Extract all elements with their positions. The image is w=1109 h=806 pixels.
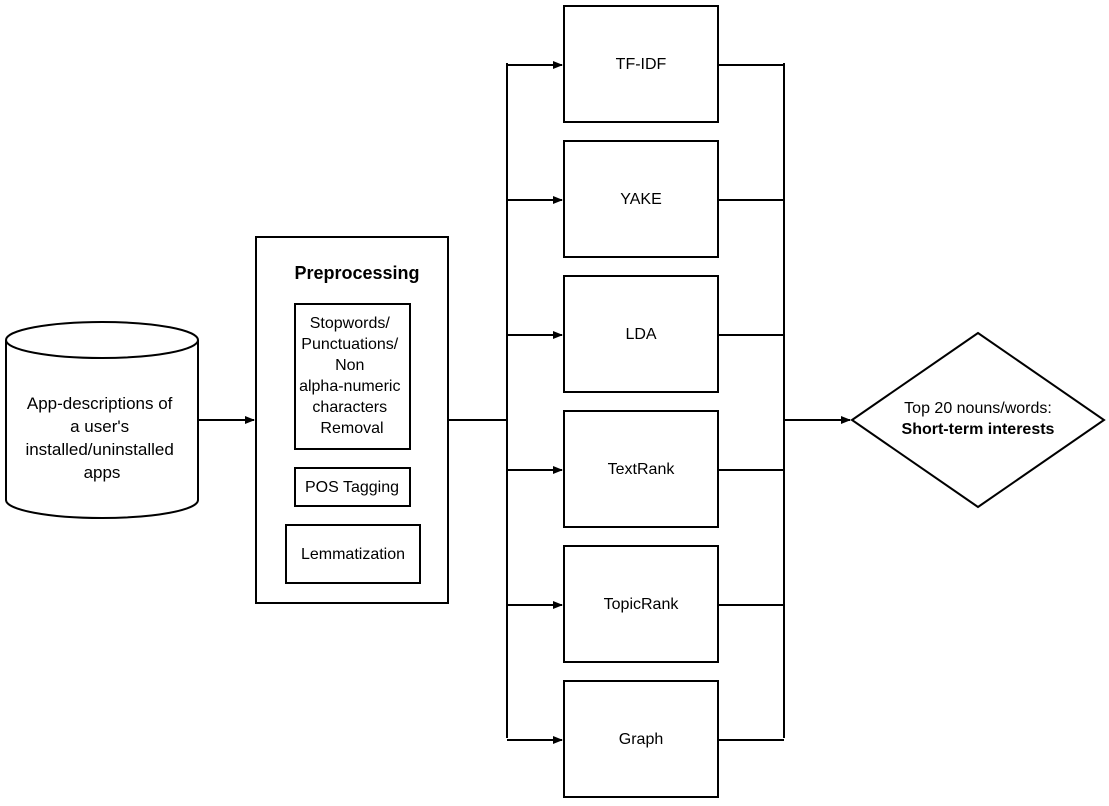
lemmatization-step-box [285, 524, 421, 584]
preprocessing-title: Preprocessing [294, 263, 419, 283]
fan-out-connector [448, 63, 508, 738]
method-box-frame [563, 410, 719, 528]
source-label-line: a user's [70, 417, 129, 436]
output-label-line1: Top 20 nouns/words: [904, 400, 1052, 417]
removal-step-line: Punctuations/ [301, 336, 399, 353]
pos-tagging-step-box [294, 467, 411, 507]
method-box-lda: LDA [563, 275, 719, 393]
method-label-tf-idf: TF-IDF [616, 56, 667, 73]
method-box-yake: YAKE [563, 140, 719, 258]
removal-step-line: alpha-numeric [299, 378, 400, 395]
method-label-graph: Graph [619, 731, 663, 748]
pos-tagging-step-label: POS Tagging [305, 479, 399, 496]
output-label-line2: Short-term interests [902, 421, 1055, 438]
source-label-line: apps [84, 463, 121, 482]
method-box-topicrank: TopicRank [563, 545, 719, 663]
preprocessing-box: Preprocessing Stopwords/ Punctuations/ N… [255, 236, 449, 604]
removal-step-line: Non [335, 357, 364, 374]
removal-step-line: Stopwords/ [310, 315, 391, 332]
method-label-lda: LDA [625, 326, 656, 343]
method-label-topicrank: TopicRank [604, 596, 680, 613]
output-decision-diamond: Top 20 nouns/words: Short-term interests [850, 331, 1106, 509]
method-box-graph: Graph [563, 680, 719, 798]
removal-step-line: characters [312, 399, 387, 416]
method-label-textrank: TextRank [608, 461, 676, 478]
svg-text:App-descriptions of a us: App-descriptions of a user's installed/u… [25, 394, 178, 482]
removal-step-box [294, 303, 411, 450]
source-database-cylinder: App-descriptions of a user's installed/u… [5, 321, 199, 519]
fan-in-lines [718, 64, 784, 741]
method-box-tf-idf: TF-IDF [563, 5, 719, 123]
method-box-frame [563, 545, 719, 663]
method-box-frame [563, 5, 719, 123]
fan-out-arrows [507, 61, 563, 744]
method-box-textrank: TextRank [563, 410, 719, 528]
source-label-line: App-descriptions of [27, 394, 173, 413]
removal-step-line: Removal [320, 420, 383, 437]
method-label-yake: YAKE [620, 191, 662, 208]
source-label-line: installed/uninstalled [25, 440, 173, 459]
lemmatization-step-label: Lemmatization [301, 546, 405, 563]
method-box-frame [563, 275, 719, 393]
svg-text:Stopwords/ Punctuations/: Stopwords/ Punctuations/ Non alpha-numer… [299, 315, 405, 437]
method-box-frame [563, 140, 719, 258]
